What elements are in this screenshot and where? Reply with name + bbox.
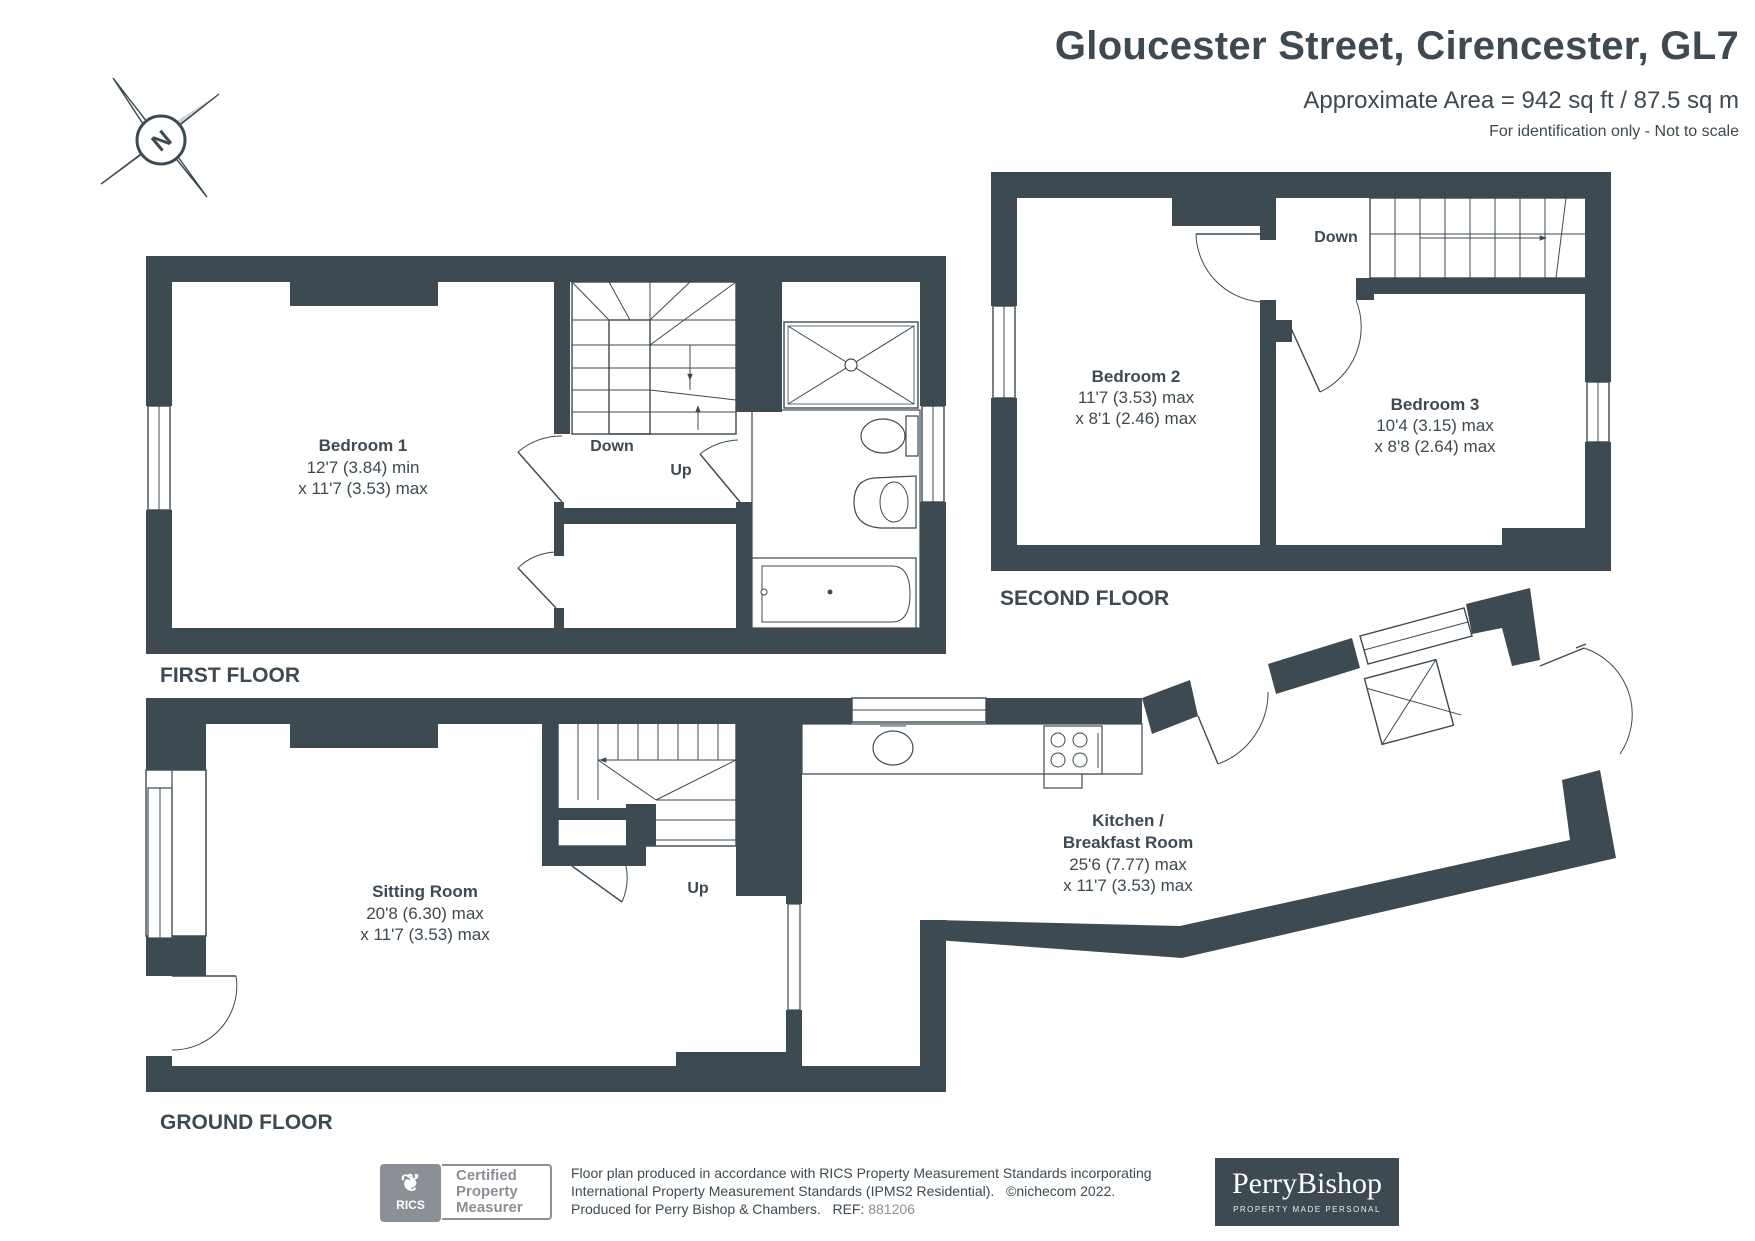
- area-text: Approximate Area = 942 sq ft / 87.5 sq m: [1303, 87, 1739, 114]
- second-floor-label: SECOND FLOOR: [1000, 587, 1169, 610]
- second-floor-stairs: [1369, 197, 1587, 279]
- rics-crest-icon: ❦: [400, 1170, 421, 1197]
- bedroom-1-dim-1: 12'7 (3.84) min: [307, 458, 420, 477]
- rics-badge-text: RICS: [396, 1198, 425, 1212]
- ref-label: REF:: [832, 1201, 865, 1217]
- bedroom-2-dim-2: x 8'1 (2.46) max: [1075, 409, 1197, 428]
- first-floor-doors: [517, 435, 741, 609]
- note-line-2-row: International Property Measurement Stand…: [571, 1182, 1211, 1200]
- rics-logo: ❦ RICS: [380, 1164, 441, 1222]
- kitchen-name-line-2: Breakfast Room: [1063, 833, 1193, 852]
- second-floor-plan: Bedroom 2 11'7 (3.53) max x 8'1 (2.46) m…: [991, 172, 1611, 610]
- first-floor-stairs-down-label: Down: [590, 438, 634, 455]
- certified-line-3: Measurer: [456, 1199, 523, 1216]
- compass-icon: N: [100, 77, 220, 198]
- second-floor-stairs-down-label: Down: [1314, 229, 1358, 246]
- kitchen-dim-1: 25'6 (7.77) max: [1069, 855, 1187, 874]
- page-title: Gloucester Street, Cirencester, GL7: [1054, 24, 1739, 68]
- bedroom-3-name: Bedroom 3: [1391, 395, 1480, 414]
- first-floor-stairs-up-label: Up: [670, 462, 692, 479]
- certified-line-2: Property: [456, 1183, 518, 1200]
- measurement-notes: Floor plan produced in accordance with R…: [571, 1164, 1211, 1218]
- second-floor-doors: [1195, 233, 1362, 393]
- first-floor-plan: Bedroom 1 12'7 (3.84) min x 11'7 (3.53) …: [146, 256, 946, 687]
- note-line-2: International Property Measurement Stand…: [571, 1183, 995, 1199]
- note-line-1: Floor plan produced in accordance with R…: [571, 1165, 1152, 1181]
- copyright-text: ©nichecom 2022.: [1006, 1183, 1116, 1199]
- sitting-room-dim-2: x 11'7 (3.53) max: [360, 925, 490, 944]
- certified-measurer-badge: Certified Property Measurer: [442, 1164, 552, 1220]
- bedroom-1-dim-2: x 11'7 (3.53) max: [298, 479, 428, 498]
- ground-floor-plan: Sitting Room 20'8 (6.30) max x 11'7 (3.5…: [145, 588, 1633, 1134]
- bedroom-3-dim-1: 10'4 (3.15) max: [1376, 416, 1494, 435]
- sitting-room-dim-1: 20'8 (6.30) max: [366, 904, 484, 923]
- note-line-3: Produced for Perry Bishop & Chambers.: [571, 1201, 821, 1217]
- perry-bishop-logo: PerryBishop PROPERTY MADE PERSONAL: [1215, 1158, 1399, 1226]
- kitchen-fittings: [801, 723, 1143, 789]
- bathroom-fixtures: [751, 321, 921, 629]
- kitchen-name-line-1: Kitchen /: [1092, 811, 1164, 830]
- brand-name: PerryBishop: [1232, 1167, 1382, 1200]
- ground-floor-stairs-up-label: Up: [687, 880, 709, 897]
- bedroom-3-dim-2: x 8'8 (2.64) max: [1374, 437, 1496, 456]
- certified-line-1: Certified: [456, 1167, 517, 1184]
- sitting-room-name: Sitting Room: [372, 882, 478, 901]
- disclaimer-text: For identification only - Not to scale: [1489, 123, 1739, 140]
- kitchen-dim-2: x 11'7 (3.53) max: [1063, 876, 1193, 895]
- bedroom-2-dim-1: 11'7 (3.53) max: [1078, 388, 1195, 407]
- ground-floor-stairs: [557, 719, 737, 847]
- first-floor-label: FIRST FLOOR: [160, 664, 300, 687]
- note-line-3-row: Produced for Perry Bishop & Chambers. RE…: [571, 1200, 1211, 1218]
- header: Gloucester Street, Cirencester, GL7 Appr…: [1055, 24, 1739, 141]
- ground-floor-label: GROUND FLOOR: [160, 1111, 333, 1134]
- bedroom-2-name: Bedroom 2: [1092, 367, 1181, 386]
- first-floor-stairs: [571, 281, 737, 435]
- bedroom-1-name: Bedroom 1: [319, 436, 408, 455]
- brand-tagline: PROPERTY MADE PERSONAL: [1233, 1205, 1381, 1214]
- ground-floor-doors: [171, 865, 628, 1051]
- ref-value: 881206: [868, 1201, 915, 1217]
